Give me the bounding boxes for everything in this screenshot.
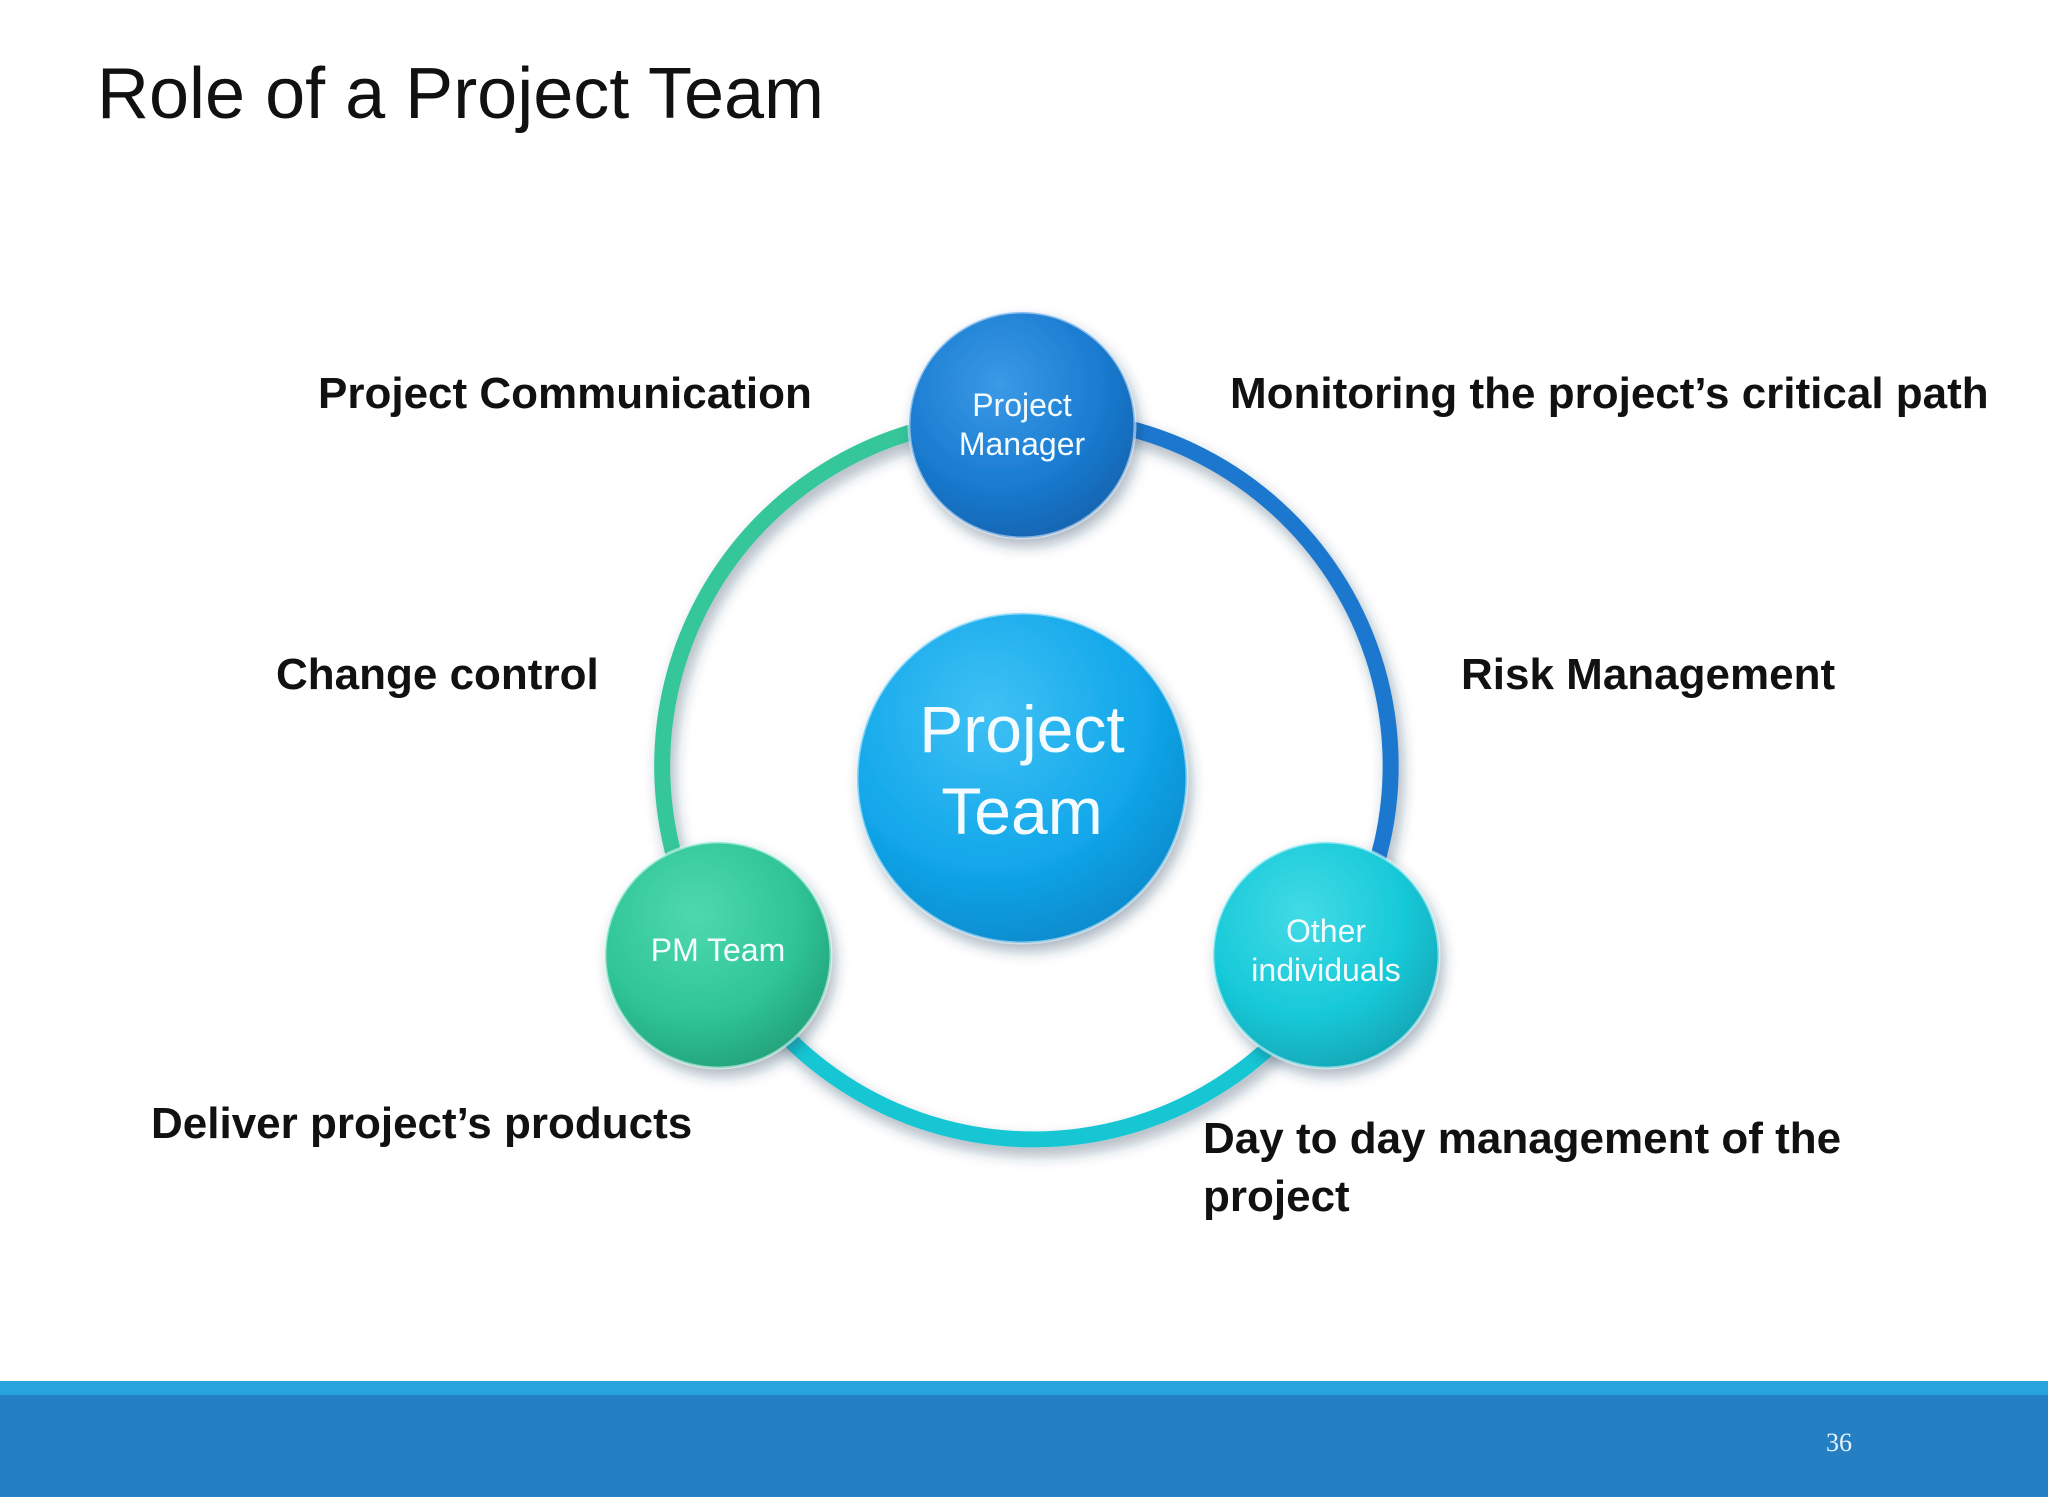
node-project-manager-line1: Project (972, 387, 1072, 423)
page-number: 36 (1826, 1428, 1852, 1457)
label-deliver-products: Deliver project’s products (151, 1099, 693, 1148)
node-project-manager-line2: Manager (959, 426, 1086, 462)
label-project-communication: Project Communication (318, 369, 812, 418)
label-day-to-day-management: Day to day management of the project (1203, 1110, 1841, 1226)
node-pm-team-line1: PM Team (651, 932, 786, 968)
slide-title: Role of a Project Team (97, 54, 825, 134)
center-line2: Team (941, 774, 1102, 848)
node-pm-team: PM Team (603, 840, 833, 1070)
label-monitoring-critical-path: Monitoring the project’s critical path (1230, 369, 1989, 418)
label-day-to-day-line1: Day to day management of the (1203, 1114, 1842, 1163)
label-change-control: Change control (276, 650, 599, 699)
center-line1: Project (919, 692, 1124, 766)
footer-accent-strip (0, 1381, 2048, 1395)
footer-bar (0, 1395, 2048, 1497)
node-other-individuals: Other individuals (1211, 840, 1441, 1070)
label-day-to-day-line2: project (1203, 1172, 1350, 1222)
node-other-individuals-line1: Other (1286, 913, 1366, 949)
node-project-manager: Project Manager (907, 310, 1137, 540)
node-project-team-center: Project Team (855, 611, 1189, 945)
label-risk-management: Risk Management (1461, 650, 1836, 699)
node-other-individuals-line2: individuals (1251, 952, 1400, 988)
